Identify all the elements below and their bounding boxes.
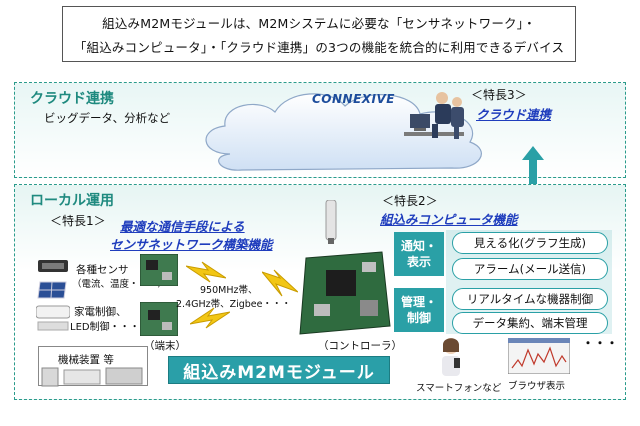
sensor-label-line-2: （電流、温度・・・） [72, 279, 168, 290]
feature3-label: ＜特長3＞ [471, 88, 527, 102]
visualization-item: 見える化(グラフ生成) [452, 232, 608, 254]
feature2-label: ＜特長2＞ [382, 194, 438, 208]
smartphone-label: スマートフォンなど [416, 383, 502, 394]
antenna-icon [325, 200, 337, 244]
frequency-label-line-2: 2.4GHz帯、Zigbee・・・ [176, 299, 291, 310]
terminal-board-icon [140, 254, 178, 286]
notify-box-line-1: 通知・ [400, 238, 437, 253]
cloud-icon [205, 93, 482, 171]
office-workers-icon [404, 92, 464, 139]
data-aggregation-item: データ集約、端末管理 [452, 312, 608, 334]
m2m-module-banner: 組込みM2Mモジュール [168, 356, 390, 384]
machine-equipment-icon [41, 367, 143, 387]
solar-panel-icon [37, 281, 67, 299]
local-section-title: ローカル運用 [30, 193, 114, 209]
header-line-1: 組込みM2Mモジュールは、M2Mシステムに必要な「センサネットワーク」・ [102, 16, 536, 31]
notify-box-line-2: 表示 [406, 255, 431, 269]
controller-caption: （コントローラ） [318, 340, 402, 352]
cloud-section-title: クラウド連携 [30, 91, 114, 107]
cloud-subtitle: ビッグデータ、分析など [44, 111, 171, 125]
feature1-title-line-2: センサネットワーク構築機能 [110, 237, 273, 252]
sensor-label-line-1: 各種センサ [76, 264, 129, 276]
manage-box-line-2: 制御 [406, 311, 431, 325]
header-line-2: 「組込みコンピュータ」・「クラウド連携」の3つの機能を統合的に利用できるデバイス [73, 40, 565, 55]
bidirectional-arrow-icon [522, 146, 544, 206]
terminal-board-icon-2 [140, 302, 178, 336]
feature1-label: ＜特長1＞ [50, 214, 106, 228]
terminal-caption: （端末） [144, 340, 186, 352]
manage-box-line-1: 管理・ [400, 294, 437, 309]
ellipsis: ・・・ [582, 336, 619, 350]
browser-chart-icon [508, 338, 570, 374]
feature1-title-line-1: 最適な通信手段による [120, 219, 245, 234]
smartphone-user-icon [442, 338, 460, 376]
appliance-label-line-2: LED制御・・・ [70, 322, 140, 333]
air-conditioner-icon [36, 305, 70, 331]
controller-board-icon [299, 251, 391, 335]
notify-display-box: 通知・ 表示 [394, 232, 444, 276]
appliance-label-line-1: 家電制御、 [74, 306, 127, 318]
feature2-title: 組込みコンピュータ機能 [380, 212, 518, 227]
wireless-bolt-icon-3 [262, 269, 298, 297]
feature3-title: クラウド連携 [476, 107, 552, 122]
frequency-label-line-1: 950MHz帯、 [200, 285, 258, 296]
alarm-item: アラーム(メール送信) [452, 258, 608, 280]
sensor-device-icon [38, 260, 68, 272]
browser-label: ブラウザ表示 [508, 381, 566, 392]
header-box: 組込みM2Mモジュールは、M2Mシステムに必要な「センサネットワーク」・ 「組込… [62, 6, 576, 62]
machine-label: 機械装置 等 [58, 354, 114, 366]
wireless-bolt-icon [186, 261, 226, 283]
wireless-bolt-icon-2 [190, 307, 230, 329]
realtime-control-item: リアルタイムな機器制御 [452, 288, 608, 310]
connexive-logo: CONNEXIVE [312, 92, 395, 106]
manage-control-box: 管理・ 制御 [394, 288, 444, 332]
